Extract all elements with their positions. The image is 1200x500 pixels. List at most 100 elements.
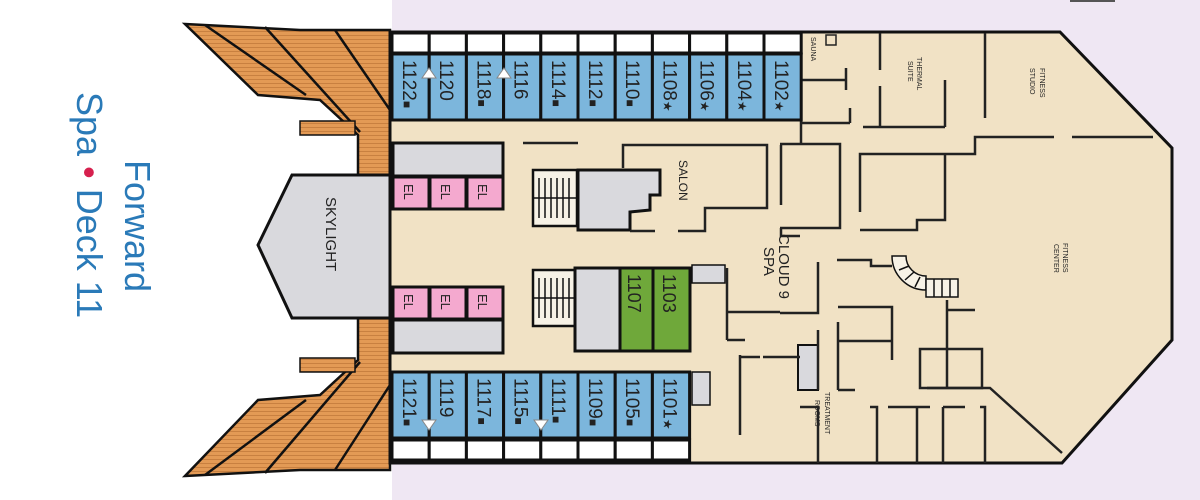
balcony [390,31,431,55]
spa-label-line2: SPA [760,247,777,276]
hull [388,30,1174,465]
elevator: EL [465,175,505,211]
balcony [539,438,580,462]
interior-walls [523,33,1153,463]
balcony [502,31,543,55]
cabin-room [502,370,543,440]
cabin-1114[interactable]: 1114■ [539,31,580,122]
suite-1103[interactable]: 1103 [651,266,692,353]
cabin-1101[interactable]: 1101★ [650,370,692,462]
fitness-studio-label-1: FITNESS [1038,68,1045,98]
elevator: EL [428,285,468,321]
cabin-room [650,370,692,440]
cabin-number: 1115■ [510,378,531,425]
cabin-1110[interactable]: 1110■ [613,31,654,122]
cabin-1102[interactable]: 1102★ [762,31,803,122]
balcony [688,31,729,55]
balcony [725,31,766,55]
elevator: EL [465,285,505,321]
cabin-symbol: ★ [772,101,786,112]
balcony [762,31,803,55]
cabin-1105[interactable]: 1105■ [613,370,654,462]
cabin-number: 1101★ [658,378,679,430]
skylight-label: SKYLIGHT [322,197,339,271]
cabin-number: 1106★ [696,60,717,112]
balcony [427,438,468,462]
cabin-symbol: ■ [549,99,563,106]
cabin-room [539,52,580,122]
elevator-label: EL [401,294,416,310]
cabin-symbol: ■ [623,419,637,426]
cabin-1121[interactable]: 1121■ [390,370,431,462]
connecting-door-icon [533,419,549,431]
balcony [576,438,617,462]
balcony [650,438,692,462]
cabin-number: 1111■ [547,378,568,423]
elevator-label: EL [438,294,453,310]
service-block [691,264,726,284]
cabin-1117[interactable]: 1117■ [464,370,506,462]
cabin-1104[interactable]: 1104★ [725,31,766,122]
fitness-studio-label-2: STUDIO [1028,68,1035,95]
cabin-room [725,52,766,122]
cabin-1115[interactable]: 1115■ [502,370,543,462]
balcony [613,31,654,55]
cabin-symbol: ■ [512,417,526,424]
cabin-room [390,370,431,440]
cabin-number: 1114■ [547,60,568,107]
balcony [650,31,692,55]
cabin-number: 1112■ [584,60,605,107]
cabin-number: 1119 [435,378,456,417]
skylight [256,173,394,320]
elevator: EL [428,175,468,211]
elevator-label: EL [438,184,453,200]
cabin-symbol: ★ [660,419,674,430]
balcony [464,31,506,55]
deck-title: Forward Spa • Deck 11 [69,92,158,318]
cabin-1112[interactable]: 1112■ [576,31,617,122]
cabin-symbol: ■ [474,99,488,106]
service-block [573,266,622,353]
cabin-number: 1105■ [621,378,642,426]
connecting-door-icon [421,419,437,431]
cabin-number: 1108★ [658,60,679,112]
service-block [691,371,711,406]
area-labels: SALON CLOUD 9 SPA SAUNA THERMAL SUITE FI… [676,37,1068,435]
cabin-symbol: ★ [660,101,674,112]
cabin-symbol: ■ [586,99,600,106]
cabin-1109[interactable]: 1109■ [576,370,617,462]
treatment-rooms-label-2: ROOMS [813,400,820,427]
cabin-symbol: ■ [400,101,414,108]
cabin-1111[interactable]: 1111■ [539,370,580,462]
cabin-1119[interactable]: 1119 [427,370,468,462]
cabin-room [464,52,506,122]
cabin-room [539,370,580,440]
spiral-stair [891,255,959,298]
elevator-label: EL [475,184,490,200]
sauna-label: SAUNA [809,37,816,61]
cabin-number: 1122■ [398,60,419,108]
cabin-room [576,370,617,440]
balcony [502,438,543,462]
balcony [539,31,580,55]
treatment-rooms-label-1: TREATMENT [823,392,830,435]
suite-number: 1107 [624,274,644,313]
cabin-room [502,52,543,122]
connecting-door-icon [421,67,437,79]
cabin-1106[interactable]: 1106★ [688,31,729,122]
cabin-number: 1104★ [733,60,754,112]
cabin-number: 1116 [510,60,531,99]
cabin-room [762,52,803,122]
cabin-1118[interactable]: 1118■ [464,31,506,122]
suite-1107[interactable]: 1107 [618,266,655,353]
cabin-symbol: ★ [698,101,712,112]
balcony [390,438,431,462]
cabin-symbol: ■ [400,419,414,426]
cabin-symbol: ■ [549,416,563,423]
cabin-1108[interactable]: 1108★ [650,31,692,122]
thermal-suite-label-2: SUITE [906,61,913,82]
suite-number: 1103 [659,274,679,313]
cabin-number: 1110■ [621,60,642,107]
cabin-number: 1118■ [472,60,493,107]
